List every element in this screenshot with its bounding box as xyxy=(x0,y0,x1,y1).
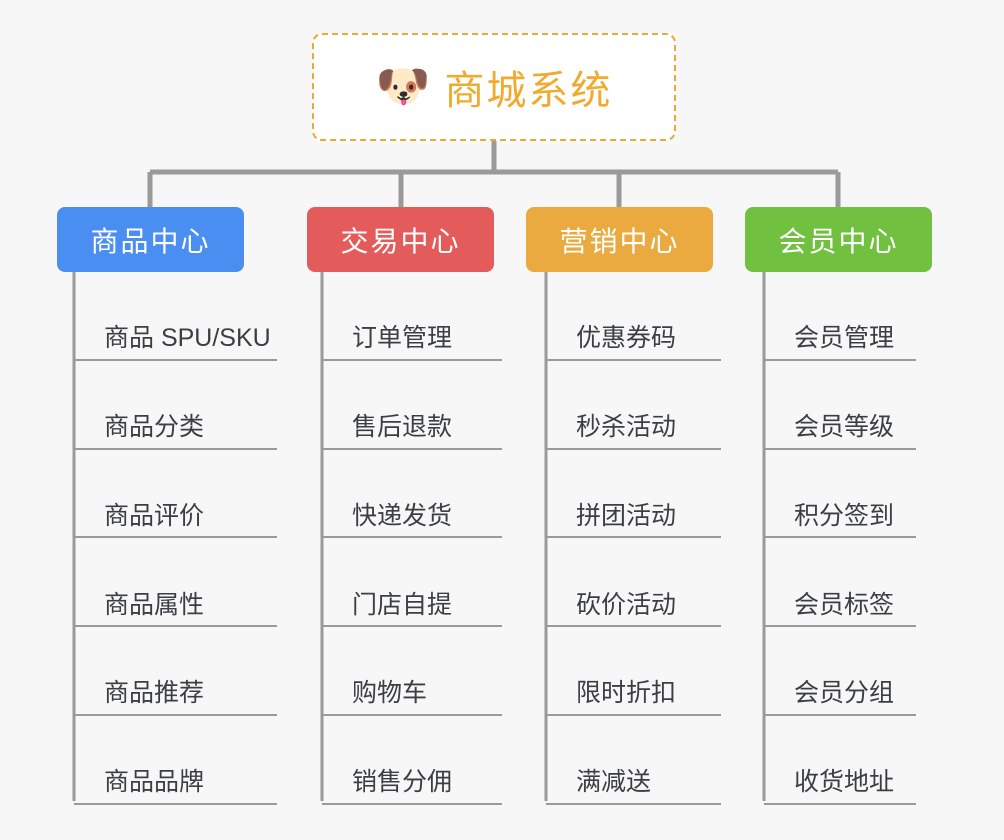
leaf-label: 砍价活动 xyxy=(576,590,677,619)
leaf-label: 满减送 xyxy=(576,768,652,797)
root-node[interactable]: 🐶 商城系统 xyxy=(312,33,676,141)
category-card-product-center[interactable]: 商品中心 xyxy=(57,207,244,272)
list-item[interactable]: 会员分组 xyxy=(764,627,916,716)
leaf-label: 会员等级 xyxy=(794,413,895,442)
leaf-label: 商品推荐 xyxy=(104,679,205,708)
leaf-label: 商品品牌 xyxy=(104,768,205,797)
category-card-marketing-center[interactable]: 营销中心 xyxy=(526,207,713,272)
list-item[interactable]: 秒杀活动 xyxy=(546,361,721,450)
list-item[interactable]: 售后退款 xyxy=(322,361,502,450)
shiba-inu-dog-face-icon: 🐶 xyxy=(375,62,431,111)
list-item[interactable]: 快递发货 xyxy=(322,450,502,539)
leaf-label: 会员管理 xyxy=(794,324,895,353)
list-item[interactable]: 销售分佣 xyxy=(322,716,502,805)
leaf-label: 销售分佣 xyxy=(352,768,453,797)
leaf-label: 优惠券码 xyxy=(576,324,677,353)
list-item[interactable]: 会员标签 xyxy=(764,538,916,628)
category-card-member-center[interactable]: 会员中心 xyxy=(745,207,932,272)
category-label: 商品中心 xyxy=(90,225,211,257)
leaf-label: 门店自提 xyxy=(352,590,453,619)
leaf-label: 快递发货 xyxy=(352,501,453,530)
list-item[interactable]: 积分签到 xyxy=(764,450,916,539)
list-item[interactable]: 砍价活动 xyxy=(546,538,721,628)
list-item[interactable]: 购物车 xyxy=(322,627,502,716)
list-item[interactable]: 优惠券码 xyxy=(546,272,721,361)
leaf-label: 商品分类 xyxy=(104,413,205,442)
leaf-label: 商品属性 xyxy=(104,590,205,619)
leaf-label: 限时折扣 xyxy=(576,679,677,708)
category-label: 会员中心 xyxy=(778,225,899,257)
list-item[interactable]: 商品 SPU/SKU xyxy=(74,272,277,361)
leaf-label: 商品评价 xyxy=(104,501,205,530)
list-item[interactable]: 收货地址 xyxy=(764,716,916,805)
list-item[interactable]: 满减送 xyxy=(546,716,721,805)
list-item[interactable]: 门店自提 xyxy=(322,538,502,628)
list-item[interactable]: 商品属性 xyxy=(74,538,277,628)
leaf-label: 秒杀活动 xyxy=(576,413,677,442)
list-item[interactable]: 商品品牌 xyxy=(74,716,277,805)
leaf-list-1: 商品 SPU/SKU 商品分类 商品评价 商品属性 商品推荐 商品品牌 xyxy=(74,272,277,805)
category-label: 营销中心 xyxy=(559,225,680,257)
leaf-label: 商品 SPU/SKU xyxy=(104,324,271,353)
leaf-label: 会员标签 xyxy=(794,590,895,619)
list-item[interactable]: 会员管理 xyxy=(764,272,916,361)
list-item[interactable]: 拼团活动 xyxy=(546,450,721,539)
leaf-label: 会员分组 xyxy=(794,679,895,708)
list-item[interactable]: 商品推荐 xyxy=(74,627,277,716)
leaf-label: 购物车 xyxy=(352,679,428,708)
leaf-label: 收货地址 xyxy=(794,768,895,797)
leaf-label: 订单管理 xyxy=(352,324,453,353)
leaf-label: 售后退款 xyxy=(352,413,453,442)
list-item[interactable]: 限时折扣 xyxy=(546,627,721,716)
leaf-label: 拼团活动 xyxy=(576,501,677,530)
category-label: 交易中心 xyxy=(340,225,461,257)
category-card-trade-center[interactable]: 交易中心 xyxy=(307,207,494,272)
list-item[interactable]: 商品评价 xyxy=(74,450,277,539)
leaf-list-3: 优惠券码 秒杀活动 拼团活动 砍价活动 限时折扣 满减送 xyxy=(546,272,721,805)
list-item[interactable]: 会员等级 xyxy=(764,361,916,450)
list-item[interactable]: 商品分类 xyxy=(74,361,277,450)
leaf-list-2: 订单管理 售后退款 快递发货 门店自提 购物车 销售分佣 xyxy=(322,272,502,805)
list-item[interactable]: 订单管理 xyxy=(322,272,502,361)
leaf-list-4: 会员管理 会员等级 积分签到 会员标签 会员分组 收货地址 xyxy=(764,272,916,805)
root-title: 商城系统 xyxy=(444,69,613,113)
leaf-label: 积分签到 xyxy=(794,501,895,530)
